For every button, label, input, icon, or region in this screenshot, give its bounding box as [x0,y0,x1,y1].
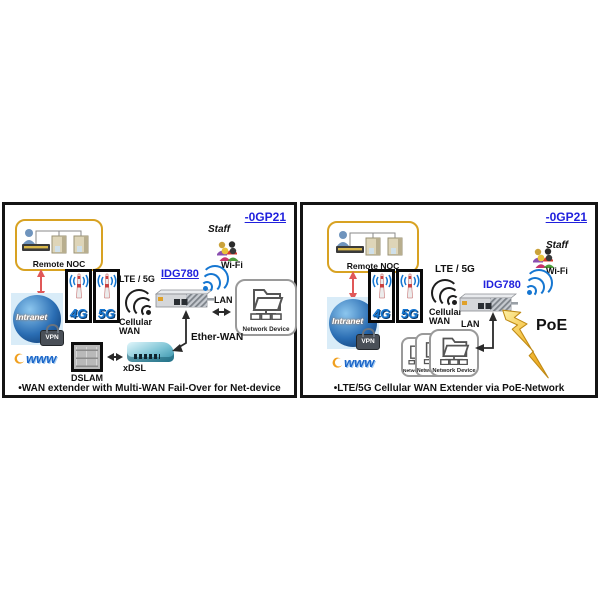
panel-caption: •WAN extender with Multi-WAN Fail-Over f… [18,383,281,394]
folder-network-icon [250,289,284,321]
poe-label: PoE [536,317,568,334]
cell-tower-icon [68,273,89,299]
device-name-label: IDG780 [161,268,199,280]
www-internet-icon: www [13,351,56,366]
model-code: -0GP21 [244,210,286,224]
cellular-signal-arcs-icon [429,277,459,307]
wifi-arcs-icon [525,269,553,297]
vpn-label: VPN [361,338,375,345]
panel-caption: •LTE/5G Cellular WAN Extender via PoE-Ne… [333,383,565,394]
panel-multiwan-failover: -0GP21 Remote NOC [2,202,297,398]
globe-icon: Intranet VPN [13,295,64,346]
remote-noc-label: Remote NOC [32,259,86,269]
ether-wan-label: Ether-WAN [191,332,244,343]
cell-tower-icon [96,273,117,299]
lan-double-arrow [208,308,235,316]
cellular-wan-label: Cellular WAN [429,307,463,327]
wifi-arcs-icon [201,265,229,293]
cell-towers: 4G 5G [368,269,424,323]
lan-label: LAN [461,319,480,329]
www-label: www [26,351,57,366]
panel-poe-extender: -0GP21 Remote NOC [300,202,598,398]
operator-and-servers-icon [22,229,89,254]
network-device-box: Network Device [235,279,297,336]
cellular-signal-arcs-icon [123,287,153,317]
lte-5g-label: LTE / 5G [119,274,155,284]
vpn-lock-icon: VPN [40,324,64,346]
tower-4g-label: 4G [372,306,391,321]
intranet-label: Intranet [16,312,48,322]
cellular-wan-label: Cellular WAN [119,317,153,337]
operator-and-servers-icon [336,231,403,256]
remote-noc-label: Remote NOC [346,261,400,271]
network-device-box: Network Device [429,329,479,377]
tower-4g-label: 4G [69,306,88,321]
xdsl-label: xDSL [123,363,147,373]
network-device-label: Network Device [242,326,290,333]
dslam-xdsl-double-arrow [103,353,127,361]
cell-tower-icon [371,273,392,299]
network-device-label: Network Device [432,368,476,374]
intranet-label: Intranet [332,316,364,326]
tower-5g-label: 5G [97,306,116,321]
tower-4g: 4G [65,269,92,323]
tower-4g: 4G [368,269,395,323]
www-internet-icon: www [331,355,374,370]
people-group-icon [217,241,239,261]
tower-5g: 5G [93,269,120,323]
lte-5g-label: LTE / 5G [435,264,475,275]
people-group-icon [533,248,555,268]
dslam-unit-icon [71,342,103,372]
dslam-label: DSLAM [71,373,103,383]
tower-5g: 5G [396,269,423,323]
lightning-bolt-icon [502,309,549,379]
device-name-label: IDG780 [483,279,521,291]
lan-label: LAN [214,295,233,305]
cell-towers: 4G 5G [65,269,121,323]
remote-noc-box: Remote NOC [327,221,419,273]
wifi-label: Wi-Fi [546,266,568,276]
www-swirl-icon [14,353,24,364]
remote-noc-box: Remote NOC [15,219,103,271]
idg780-gateway-icon [155,289,214,308]
wifi-label: Wi-Fi [221,260,243,270]
www-swirl-icon [332,357,342,368]
idg780-gateway-icon [459,293,518,312]
cell-tower-icon [399,273,420,299]
staff-label: Staff [546,240,569,251]
xdsl-modem-icon [127,342,174,362]
tower-5g-label: 5G [400,306,419,321]
intranet-vpn-globe: Intranet VPN [11,293,64,346]
vpn-label: VPN [45,334,59,341]
model-code: -0GP21 [545,210,587,224]
vpn-lock-icon: VPN [356,328,380,350]
folder-network-icon [440,337,470,366]
www-label: www [344,355,375,370]
staff-label: Staff [208,224,231,235]
